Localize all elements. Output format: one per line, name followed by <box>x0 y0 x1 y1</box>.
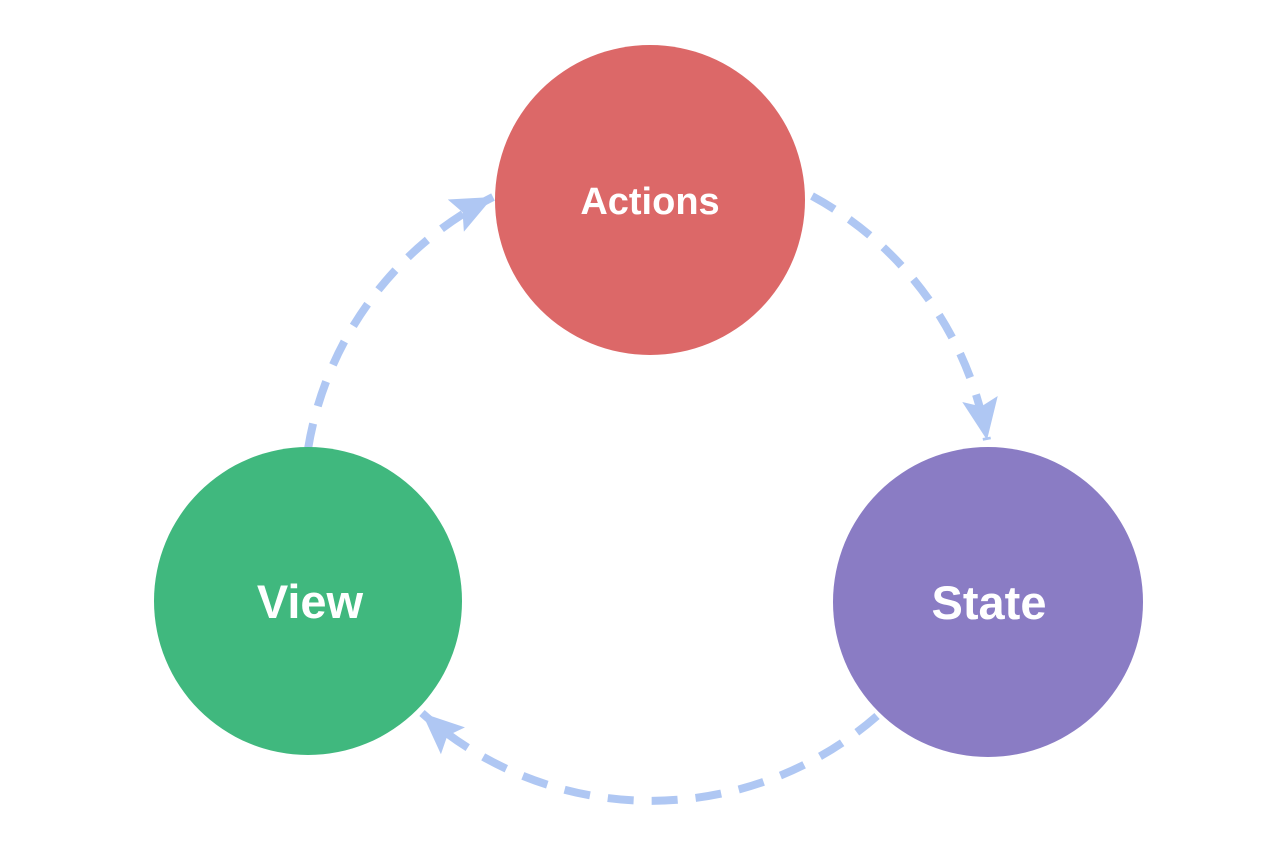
actions-circle <box>495 45 805 355</box>
state-label: State <box>932 576 1047 629</box>
actions-label: Actions <box>580 181 719 223</box>
edge-actions-to-state-arrow <box>810 192 998 441</box>
node-actions: Actions <box>495 45 805 355</box>
state-circle <box>833 447 1143 757</box>
edge-view-to-actions-arrow <box>304 193 495 450</box>
node-state: State <box>833 447 1143 757</box>
node-view: View <box>154 447 462 755</box>
edge-state-to-view-arrow <box>419 710 880 805</box>
view-circle <box>154 447 462 755</box>
view-label: View <box>257 575 364 628</box>
